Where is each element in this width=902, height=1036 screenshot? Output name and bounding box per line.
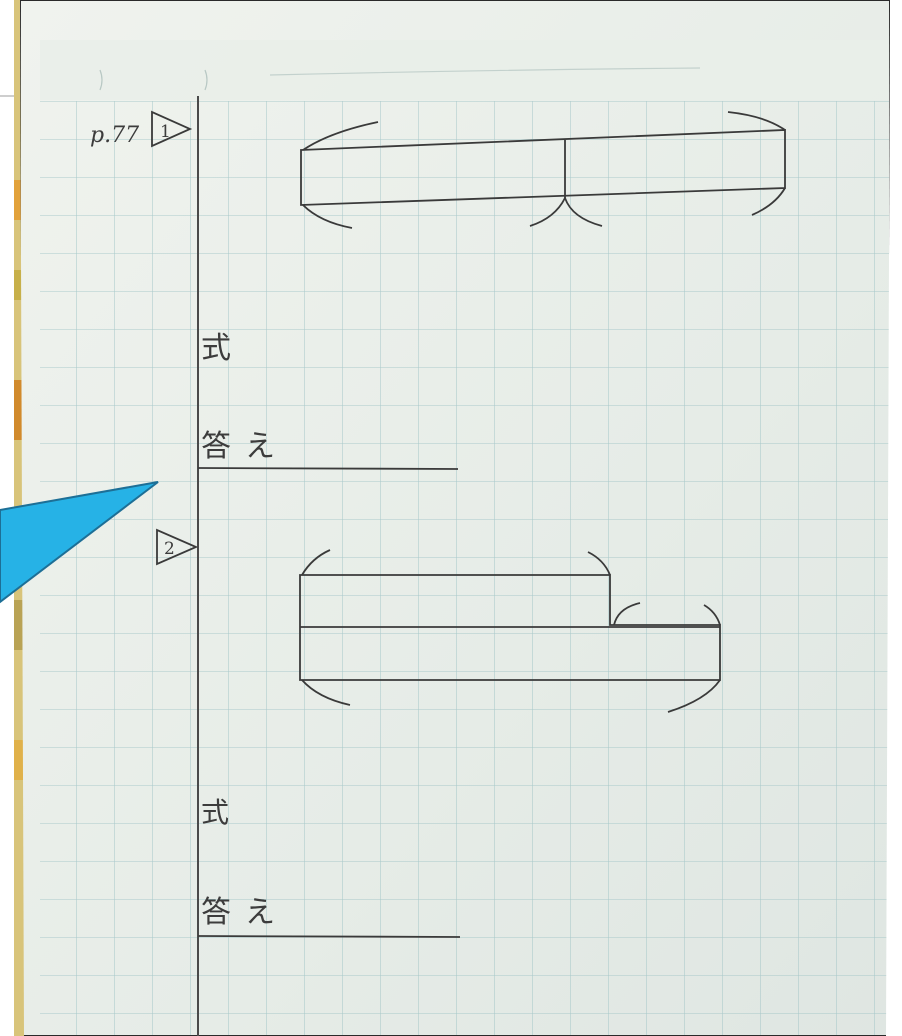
formula-label-2: 式: [201, 796, 229, 829]
answer-label-1: 答え: [201, 429, 289, 464]
answer-line-1: [198, 468, 458, 469]
problem-1-number: 1: [160, 122, 171, 142]
answer-label-2: 答え: [201, 895, 289, 930]
answer-line-2: [198, 936, 460, 937]
page-ref: p.77: [90, 123, 139, 148]
notebook-page: [20, 0, 890, 1036]
problem-2-number: 2: [164, 539, 175, 559]
formula-label-1: 式: [201, 331, 231, 366]
